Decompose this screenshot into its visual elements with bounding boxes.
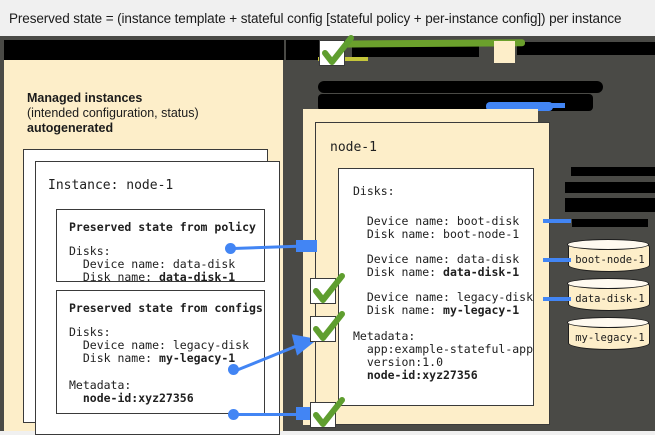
node-disk-0-prefix: Disk name: <box>353 227 444 241</box>
node-disk-0-device: Device name: boot-disk <box>353 214 520 228</box>
node-disk-1-device: Device name: data-disk <box>353 252 520 266</box>
check-mark-icon <box>313 311 345 341</box>
redaction-bar-side-4 <box>572 219 648 227</box>
node-disk-1-name-line: Disk name: data-disk-1 <box>353 265 519 280</box>
redaction-bar-side-2 <box>565 182 655 193</box>
check-stamp-header <box>319 35 354 66</box>
node-disk-2-prefix: Disk name: <box>353 303 444 317</box>
configs-box-title: Preserved state from configs <box>69 301 263 315</box>
disk-label-2: my-legacy-1 <box>575 332 645 344</box>
connector-dot-configs-disk <box>228 364 239 375</box>
node-metadata-label: Metadata: <box>353 329 416 343</box>
managed-instances-subtitle: (intended configuration, status) <box>27 106 199 120</box>
caption-text: Preserved state = (instance template + s… <box>9 10 622 26</box>
policy-box-title: Preserved state from policy <box>69 220 256 234</box>
node-metadata-line-1: version:1.0 <box>353 355 444 369</box>
policy-disk-name-prefix: Disk name: <box>69 270 160 284</box>
cream-chip-top <box>494 41 515 63</box>
node-metadata-line-2: node-id:xyz27356 <box>353 368 478 382</box>
disk-link-data <box>543 258 571 262</box>
configs-disk-name-prefix: Disk name: <box>69 351 160 365</box>
check-mark-icon <box>322 35 354 65</box>
configs-device-name: Device name: legacy-disk <box>69 338 250 352</box>
node-1-box[interactable]: node-1 Disks: Device name: boot-disk Dis… <box>315 122 550 425</box>
disk-label-0: boot-node-1 <box>575 254 645 266</box>
instance-heading: Instance: node-1 <box>48 178 174 193</box>
blue-scribble-3 <box>527 103 565 108</box>
redaction-bar-top-far-right <box>517 42 655 55</box>
disk-cylinder-my-legacy-1: my-legacy-1 <box>567 317 650 350</box>
node-disk-2-device: Device name: legacy-disk <box>353 290 534 304</box>
diagram-caption: Preserved state = (instance template + s… <box>0 0 655 36</box>
configs-disk-name-line: Disk name: my-legacy-1 <box>69 351 235 366</box>
redaction-bar-top-mid <box>286 40 319 60</box>
node-1-heading: node-1 <box>330 140 377 155</box>
managed-instances-note: autogenerated <box>27 121 114 135</box>
connector-line-metadata <box>236 413 306 416</box>
connector-arrow-policy-disk <box>296 240 317 252</box>
disk-label-1: data-disk-1 <box>575 293 645 305</box>
disk-cylinder-data-disk-1: data-disk-1 <box>567 278 650 311</box>
check-stamp-metadata <box>310 397 345 428</box>
configs-disks-label: Disks: <box>69 325 111 339</box>
redaction-bar-side-1 <box>571 167 655 176</box>
configs-metadata-value: node-id:xyz27356 <box>69 391 194 405</box>
preserved-state-from-configs-box: Preserved state from configs Disks: Devi… <box>56 290 265 414</box>
connector-dot-policy-disk <box>225 243 236 254</box>
node-metadata-line-0: app:example-stateful-app <box>353 342 534 356</box>
node-disks-label: Disks: <box>353 184 395 198</box>
managed-instances-panel: Managed instances (intended configuratio… <box>4 60 283 435</box>
instance-card[interactable]: Instance: node-1 Preserved state from po… <box>35 161 280 435</box>
node-disk-2-name-line: Disk name: my-legacy-1 <box>353 303 519 318</box>
disk-link-legacy <box>543 297 571 301</box>
configs-disk-name-value: my-legacy-1 <box>159 351 236 365</box>
configs-metadata-label: Metadata: <box>69 378 132 392</box>
node-disk-1-value: data-disk-1 <box>443 265 520 279</box>
node-disk-0-name-line: Disk name: boot-node-1 <box>353 227 519 242</box>
diagram-canvas: Managed instances (intended configuratio… <box>0 35 655 435</box>
check-stamp-legacy-disk <box>310 311 345 342</box>
policy-disk-name-line: Disk name: data-disk-1 <box>69 270 235 285</box>
check-stamp-data-disk <box>310 273 345 304</box>
blue-scribble <box>486 102 553 111</box>
managed-instances-title: Managed instances <box>27 91 143 105</box>
policy-disks-label: Disks: <box>69 244 111 258</box>
node-disk-0-value: boot-node-1 <box>443 227 520 241</box>
policy-device-name: Device name: data-disk <box>69 257 236 271</box>
policy-disk-name-value: data-disk-1 <box>159 270 236 284</box>
check-mark-icon <box>313 397 345 427</box>
redaction-bar-title-1 <box>318 81 603 93</box>
node-1-details-box: Disks: Device name: boot-disk Disk name:… <box>338 168 534 406</box>
node-disk-2-value: my-legacy-1 <box>443 303 520 317</box>
redaction-bar-top-left <box>4 40 284 60</box>
redaction-bar-side-3 <box>565 198 655 212</box>
disk-cylinder-boot-node-1: boot-node-1 <box>567 239 650 272</box>
disk-link-boot <box>543 219 571 223</box>
node-disk-1-prefix: Disk name: <box>353 265 444 279</box>
check-mark-icon <box>313 273 345 303</box>
connector-dot-metadata <box>228 409 239 420</box>
